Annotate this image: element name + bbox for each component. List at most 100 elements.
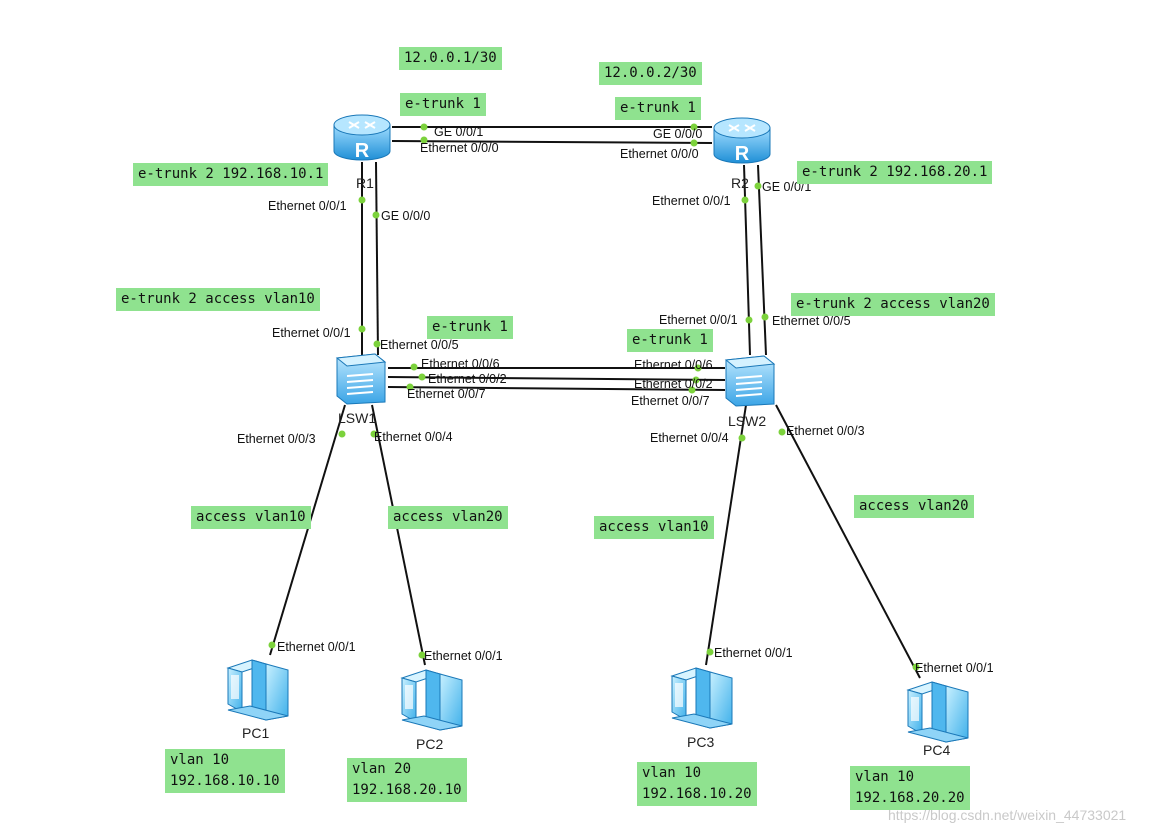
note-pc1-info: vlan 10 192.168.10.10 [165,749,285,793]
port-dot [420,123,428,131]
port-label: Ethernet 0/0/0 [620,147,699,161]
switch-lsw2[interactable] [724,355,776,407]
port-label: Ethernet 0/0/7 [407,387,486,401]
port-label: Ethernet 0/0/2 [634,377,713,391]
note-pc2-access: access vlan20 [388,506,508,529]
router-arrows-icon [728,124,756,132]
port-dot [373,340,381,348]
device-label-pc4: PC4 [923,742,950,758]
port-label: Ethernet 0/0/1 [424,649,503,663]
note-lsw1-etrunk1: e-trunk 1 [427,316,513,339]
device-label-lsw2: LSW2 [728,413,766,429]
port-dot [761,313,769,321]
link-lsw1-lsw2-2 [387,376,726,381]
port-dot [406,383,414,391]
link-r2-lsw2-eth [743,164,751,356]
device-label-r2: R2 [731,175,749,191]
port-label: Ethernet 0/0/5 [772,314,851,328]
port-label: Ethernet 0/0/4 [374,430,453,444]
device-label-r1: R1 [356,175,374,191]
port-label: Ethernet 0/0/1 [268,199,347,213]
port-dot [754,182,762,190]
router-r1[interactable]: R [333,114,391,162]
pc1[interactable] [226,659,289,721]
port-dot [690,139,698,147]
note-r1-ip: 12.0.0.1/30 [399,47,502,70]
switch-lsw1[interactable] [335,353,387,405]
links [269,126,921,679]
note-pc1-access: access vlan10 [191,506,311,529]
switch-arrows-icon [735,375,763,397]
port-label: Ethernet 0/0/3 [786,424,865,438]
note-r2-etrunk2: e-trunk 2 192.168.20.1 [797,161,993,184]
port-label: Ethernet 0/0/0 [420,141,499,155]
pc2[interactable] [400,669,463,731]
port-dot [418,373,426,381]
port-label: Ethernet 0/0/7 [631,394,710,408]
note-r1-etrunk2: e-trunk 2 192.168.10.1 [133,163,329,186]
note-r2-etrunk1: e-trunk 1 [615,97,701,120]
note-r2-ip: 12.0.0.2/30 [599,62,702,85]
note-pc4-access: access vlan20 [854,495,974,518]
note-pc2-info: vlan 20 192.168.20.10 [347,758,467,802]
port-label: GE 0/0/0 [653,127,702,141]
port-label: Ethernet 0/0/1 [915,661,994,675]
port-label: Ethernet 0/0/6 [421,357,500,371]
note-r1-etrunk1: e-trunk 1 [400,93,486,116]
port-dot [410,363,418,371]
link-r2-lsw2-ge [757,164,767,356]
device-label-pc3: PC3 [687,734,714,750]
link-lsw1-pc2 [371,404,426,666]
note-lsw2-etrunk1: e-trunk 1 [627,329,713,352]
router-arrows-icon [348,121,376,129]
device-label-pc1: PC1 [242,725,269,741]
port-dot [338,430,346,438]
port-label: Ethernet 0/0/4 [650,431,729,445]
pc4[interactable] [906,681,969,743]
port-dot [745,316,753,324]
port-dot [418,651,426,659]
link-lsw2-pc4 [775,404,921,679]
port-dot [694,364,702,372]
port-label: GE 0/0/1 [434,125,483,139]
port-label: Ethernet 0/0/1 [659,313,738,327]
pc3[interactable] [670,667,733,729]
port-dot [688,386,696,394]
port-dot [690,123,698,131]
watermark: https://blog.csdn.net/weixin_44733021 [888,807,1127,823]
port-dot [420,136,428,144]
device-label-pc2: PC2 [416,736,443,752]
port-label: Ethernet 0/0/1 [277,640,356,654]
port-label: Ethernet 0/0/3 [237,432,316,446]
port-dot [268,641,276,649]
device-label-lsw1: LSW1 [338,410,376,426]
note-pc3-access: access vlan10 [594,516,714,539]
port-label: Ethernet 0/0/1 [272,326,351,340]
port-dot [912,663,920,671]
router-r2[interactable]: R [713,117,771,165]
link-r1-r2-eth [391,140,713,144]
link-lsw2-pc3 [705,404,747,666]
note-lsw2-etrunk2: e-trunk 2 access vlan20 [791,293,995,316]
port-dot [706,648,714,656]
port-label: Ethernet 0/0/2 [428,372,507,386]
router-r-glyph: R [735,143,750,165]
switch-arrows-icon [346,373,374,395]
port-label: Ethernet 0/0/1 [714,646,793,660]
port-dots [268,123,920,671]
note-pc4-info: vlan 10 192.168.20.20 [850,766,970,810]
port-dot [358,325,366,333]
link-r1-lsw1-ge [375,161,379,356]
note-pc3-info: vlan 10 192.168.10.20 [637,762,757,806]
note-lsw1-etrunk2: e-trunk 2 access vlan10 [116,288,320,311]
port-dot [358,196,366,204]
port-label: GE 0/0/0 [381,209,430,223]
port-dot [692,376,700,384]
port-dot [370,430,378,438]
port-dot [741,196,749,204]
link-lsw1-lsw2-7 [387,386,726,391]
port-dot [372,211,380,219]
port-dot [738,434,746,442]
port-label: Ethernet 0/0/6 [634,358,713,372]
